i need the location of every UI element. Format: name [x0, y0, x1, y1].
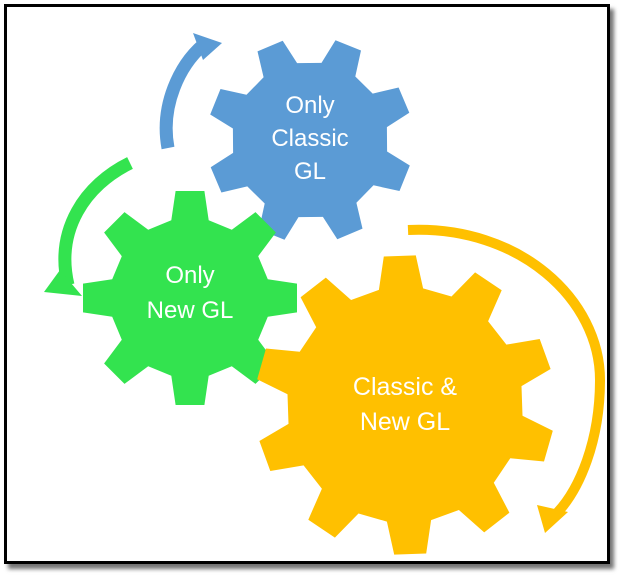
blue-cycle-arrow — [159, 33, 222, 150]
blue-gear-label-line2: Classic — [271, 125, 348, 152]
blue-gear-label-line3: GL — [294, 158, 326, 185]
green-gear: Only New GL — [83, 191, 297, 405]
orange-gear-label-line2: New GL — [360, 408, 450, 436]
blue-gear-label-line1: Only — [285, 92, 334, 119]
orange-gear: Classic & New GL — [257, 255, 553, 555]
orange-gear-label-line1: Classic & — [353, 373, 458, 401]
blue-gear: Only Classic GL — [210, 40, 410, 240]
green-cycle-arrow — [44, 157, 133, 296]
green-gear-label-line2: New GL — [147, 297, 234, 324]
green-gear-label-line1: Only — [165, 262, 214, 289]
orange-cycle-arrow — [407, 224, 606, 533]
